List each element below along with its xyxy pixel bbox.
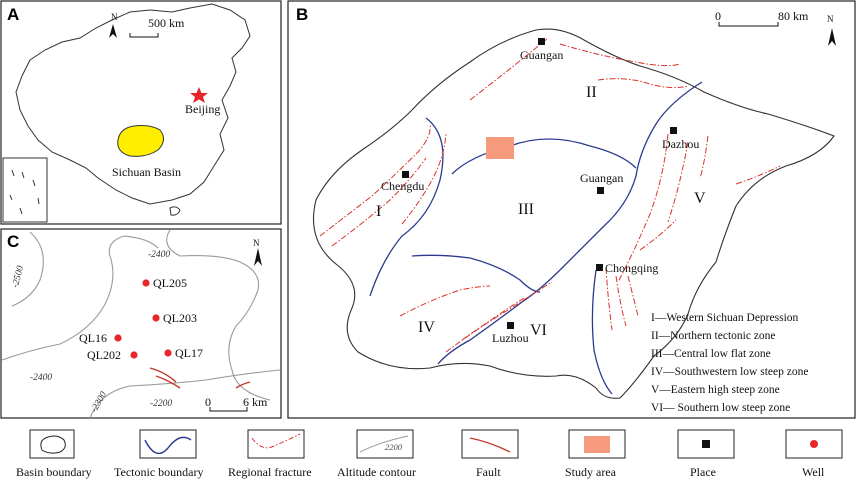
panel-c-scale-bar — [209, 407, 248, 412]
altitude-contour-symbol — [359, 435, 409, 453]
panel-b-scale-bar — [718, 22, 779, 27]
legend-label-tectonic-boundary: Tectonic boundary — [114, 465, 203, 479]
legend-label-regional-fracture: Regional fracture — [228, 465, 312, 479]
zone-legend-item: VI— Southern low steep zone — [651, 402, 790, 414]
study-area — [486, 137, 514, 159]
place-guangan-top-label: Guangan — [520, 48, 563, 62]
legend-label-basin-boundary: Basin boundary — [16, 465, 92, 479]
beijing-label: Beijing — [185, 102, 220, 116]
zone-legend-item: II—Northern tectonic zone — [651, 330, 776, 342]
panel-b-north-label: N — [827, 14, 834, 24]
panel-b: B — [287, 0, 856, 419]
zone-i-label: I — [376, 203, 381, 220]
legend-box-altitude-contour — [356, 429, 414, 459]
altitude-contours — [1, 229, 281, 419]
china-outline — [15, 3, 251, 205]
panel-a-frame — [0, 0, 282, 225]
basin-boundary — [312, 28, 835, 399]
place-dazhou-marker — [670, 127, 677, 134]
panel-b-frame — [287, 0, 856, 419]
zone-legend-item: III—Central low flat zone — [651, 348, 771, 360]
well-ql203-label: QL203 — [163, 311, 197, 325]
panel-c-scale-label: 6 km — [243, 395, 268, 409]
well-symbol — [810, 440, 818, 448]
study-area-symbol — [584, 436, 610, 453]
panel-c: C -2400 -2500 -2400 -2300 -2200 QL205 QL… — [0, 228, 282, 419]
zone-v-label: V — [694, 190, 706, 207]
fault-symbol — [469, 437, 511, 453]
place-luzhou-label: Luzhou — [492, 331, 529, 345]
legend: Basin boundary Tectonic boundary Regiona… — [16, 429, 843, 479]
panel-b-north-arrow-icon: N — [827, 14, 836, 46]
panel-b-scale-label: 80 km — [778, 9, 809, 23]
legend-box-tectonic-boundary — [139, 429, 197, 459]
zone-vi-label: VI — [530, 322, 547, 339]
contour-label-2200: -2200 — [150, 399, 172, 409]
zone-legend-item: I—Western Sichuan Depression — [651, 312, 799, 324]
well-ql16-marker — [114, 334, 122, 342]
panel-c-north-label: N — [253, 238, 260, 248]
contour-label-2400-left: -2400 — [30, 373, 52, 383]
place-chengdu-label: Chengdu — [381, 179, 424, 193]
legend-label-altitude-contour: Altitude contour — [337, 465, 416, 479]
place-dazhou-label: Dazhou — [662, 137, 699, 151]
zone-ii-label: II — [586, 84, 597, 101]
sichuan-basin-label: Sichuan Basin — [112, 165, 181, 179]
panel-c-scale-zero: 0 — [205, 395, 211, 409]
hainan-island — [169, 206, 181, 216]
place-guangan-center-marker — [597, 187, 604, 194]
panel-a-north-arrow-icon: N — [109, 12, 118, 38]
sichuan-basin-shape — [117, 125, 164, 157]
panel-a-scale-bar — [129, 33, 159, 38]
panel-c-letter: C — [7, 232, 19, 251]
zone-iv-label: IV — [418, 319, 435, 336]
well-ql202-marker — [130, 351, 138, 359]
place-guangan-center-label: Guangan — [580, 171, 623, 185]
panel-c-north-arrow-icon: N — [253, 238, 262, 266]
well-ql16-label: QL16 — [79, 331, 107, 345]
regional-fractures — [319, 37, 781, 353]
regional-fracture-symbol — [251, 433, 301, 449]
legend-label-study-area: Study area — [565, 465, 617, 479]
panel-b-scale-zero: 0 — [715, 9, 721, 23]
place-chengdu-marker — [402, 171, 409, 178]
place-guangan-top-marker — [538, 38, 545, 45]
panel-a-scale-label: 500 km — [148, 16, 185, 30]
well-ql202-label: QL202 — [87, 348, 121, 362]
well-ql203-marker — [152, 314, 160, 322]
contour-label-2400-top: -2400 — [148, 250, 170, 260]
place-symbol — [702, 440, 710, 448]
place-chongqing-label: Chongqing — [605, 261, 658, 275]
tectonic-boundary-symbol — [144, 436, 192, 455]
legend-label-place: Place — [690, 465, 716, 479]
legend-box-regional-fracture — [247, 429, 305, 459]
zone-legend-item: V—Eastern high steep zone — [651, 384, 780, 396]
tectonic-boundaries — [369, 81, 703, 395]
panel-c-faults — [149, 367, 251, 389]
well-ql205-marker — [142, 279, 150, 287]
legend-label-well: Well — [802, 465, 825, 479]
place-chongqing-marker — [596, 264, 603, 271]
inset-islands — [9, 169, 40, 215]
place-luzhou-marker — [507, 322, 514, 329]
panel-a-north-label: N — [111, 12, 118, 22]
south-china-sea-inset — [2, 157, 48, 223]
well-ql205-label: QL205 — [153, 276, 187, 290]
altitude-contour-sample-label: 2200 — [385, 442, 403, 452]
panel-a-letter: A — [7, 5, 19, 24]
zone-iii-label: III — [518, 201, 534, 218]
basin-boundary-symbol — [40, 435, 66, 454]
beijing-star-icon — [190, 87, 208, 103]
well-ql17-label: QL17 — [175, 346, 203, 360]
well-ql17-marker — [164, 349, 172, 357]
legend-box-basin-boundary — [29, 429, 75, 459]
legend-label-fault: Fault — [476, 465, 501, 479]
zone-legend: I—Western Sichuan Depression II—Northern… — [651, 312, 808, 414]
panel-a: A Beijing Sichuan Basin N 500 km — [0, 0, 282, 225]
panel-b-letter: B — [296, 5, 308, 24]
zone-legend-item: IV—Southwestern low steep zone — [651, 366, 808, 378]
